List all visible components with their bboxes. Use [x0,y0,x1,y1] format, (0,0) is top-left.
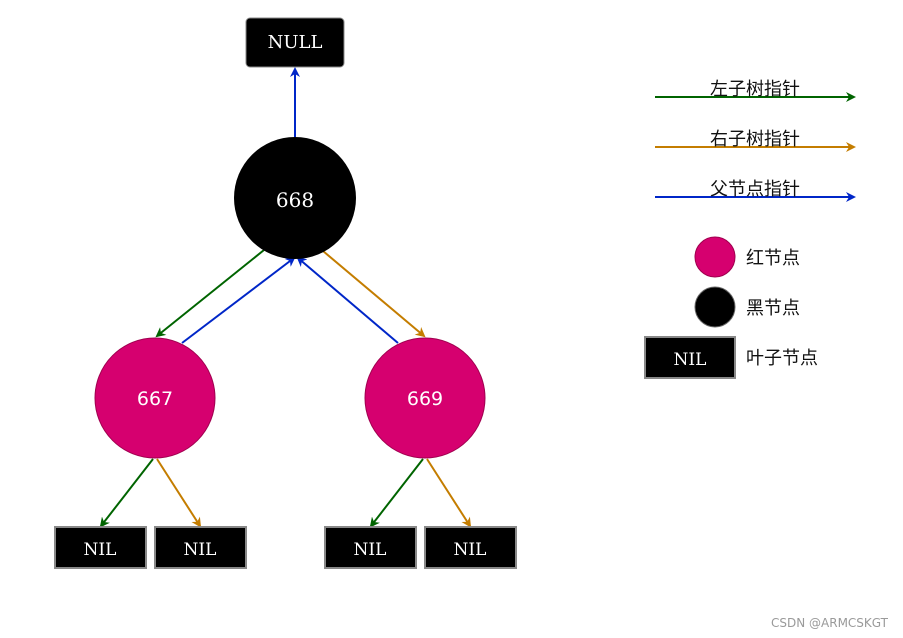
nil-label-1: NIL [84,540,117,560]
669-to-root-parent-arrow [296,256,399,344]
node-667-label: 667 [137,388,173,410]
node-668 [234,137,356,259]
legend-leaf-node-label: 叶子节点 [746,348,818,369]
legend-leaf-box-label: NIL [674,350,707,370]
nil-label-2: NIL [184,540,217,560]
legend-black-node [694,286,736,328]
nil-box-2 [154,526,247,569]
legend-red-node [694,236,736,278]
667-to-nil1-left-arrow [99,458,154,528]
legend-black-node-label: 黑节点 [746,298,800,319]
legend-leaf-box [644,336,736,379]
node-668-label: 668 [276,188,314,212]
667-to-root-parent-arrow [181,256,296,344]
nil-box-3 [324,526,417,569]
node-667 [94,337,216,459]
legend-right-label: 右子树指针 [710,129,800,150]
node-669-label: 669 [407,388,443,410]
nil-box-1 [54,526,147,569]
nil-label-4: NIL [454,540,487,560]
nil-box-4 [424,526,517,569]
667-to-nil2-right-arrow [156,458,202,528]
root-to-669-right-arrow [322,250,426,338]
nil-label-3: NIL [354,540,387,560]
root-to-667-left-arrow [155,249,265,338]
669-to-nil3-left-arrow [369,458,424,528]
node-669 [364,337,486,459]
669-to-nil4-right-arrow [426,458,472,528]
legend-red-node-label: 红节点 [746,248,800,269]
null-label: NULL [268,32,323,53]
legend-left-label: 左子树指针 [710,79,800,100]
legend-parent-label: 父节点指针 [710,179,800,200]
watermark: CSDN @ARMCSKGT [771,616,889,630]
